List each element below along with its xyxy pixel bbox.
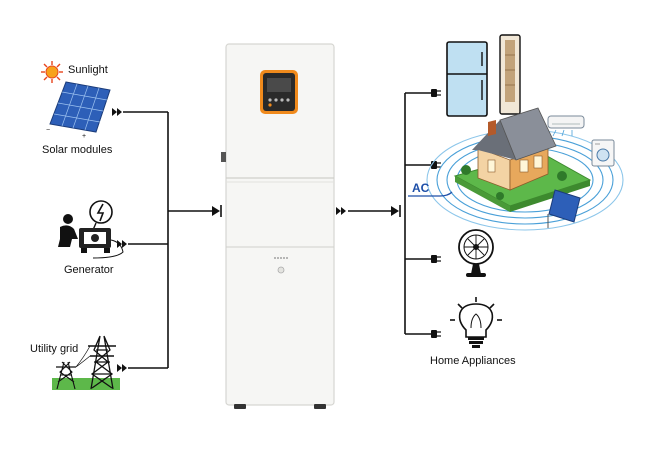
cabinet-foot — [314, 404, 326, 409]
side-switch — [221, 152, 226, 162]
input-wiring — [123, 111, 213, 369]
generator-label: Generator — [64, 264, 114, 276]
output-arrows — [336, 205, 401, 217]
refrigerator-icon — [446, 41, 488, 117]
plug-icon — [431, 89, 441, 338]
generator-icon — [58, 200, 124, 259]
split-air-conditioner-icon — [547, 115, 585, 137]
input-arrows — [112, 108, 222, 372]
home-appliances-label: Home Appliances — [430, 355, 516, 367]
inverter-display — [260, 70, 298, 114]
sun-icon — [41, 61, 63, 83]
ac-signal-line — [408, 191, 453, 197]
light-bulb-icon — [450, 297, 502, 348]
sunlight-label: Sunlight — [68, 64, 108, 76]
cabinet-foot — [234, 404, 246, 409]
house-icon — [426, 107, 624, 231]
solar-modules-label: Solar modules — [42, 144, 113, 156]
solar-panel-icon: − + — [46, 81, 111, 140]
power-tower-icon — [52, 335, 120, 390]
svg-text:−: − — [46, 127, 50, 134]
hybrid-inverter — [221, 43, 335, 409]
fan-icon — [458, 229, 494, 277]
utility-grid-label: Utility grid — [30, 343, 79, 355]
air-conditioner-icon — [499, 34, 521, 115]
output-wiring — [348, 92, 432, 335]
ac-label: AC — [412, 181, 430, 195]
lock-icon — [277, 266, 285, 274]
indicator-dots — [274, 257, 288, 259]
washing-machine-icon — [591, 139, 615, 167]
svg-text:+: + — [82, 133, 86, 140]
